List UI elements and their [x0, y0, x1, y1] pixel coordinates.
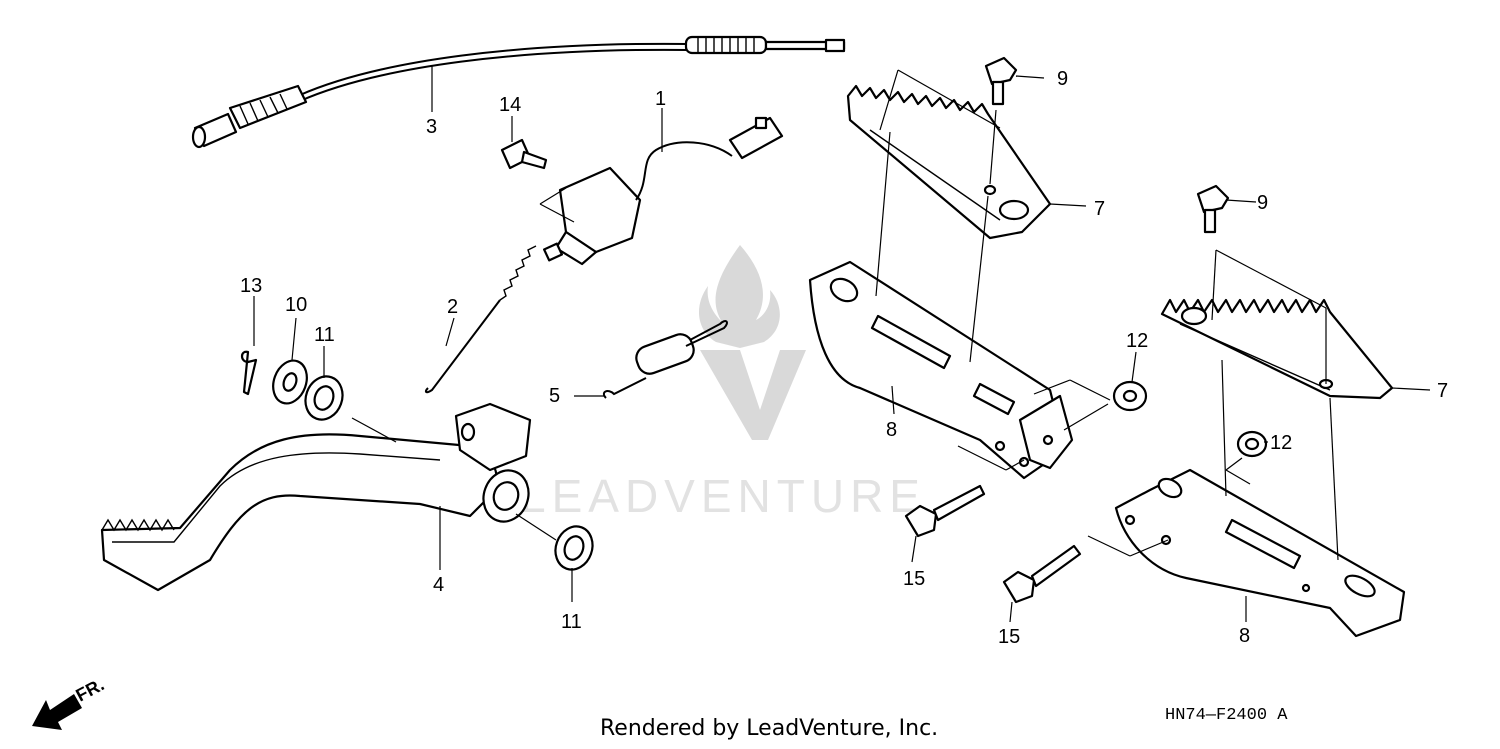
bolt-9-upper	[984, 56, 1018, 106]
callout-15-upper: 15	[903, 568, 925, 590]
leader-lines	[253, 66, 1431, 623]
callout-11-lower: 11	[561, 611, 582, 633]
watermark-text: LEADVENTURE	[520, 470, 926, 522]
callout-10: 10	[285, 294, 307, 316]
return-spring	[602, 320, 728, 399]
footer-credit: Rendered by LeadVenture, Inc.	[600, 716, 939, 741]
callout-8-upper: 8	[886, 419, 897, 441]
watermark: LEADVENTURE	[520, 245, 926, 522]
callout-14: 14	[499, 94, 521, 116]
callout-8-lower: 8	[1239, 625, 1250, 647]
front-direction-arrow-icon	[32, 694, 82, 730]
switch-spring	[424, 245, 537, 394]
bolt-15-upper	[904, 484, 986, 538]
callout-7-lower: 7	[1437, 380, 1448, 402]
callout-5: 5	[549, 385, 560, 407]
nut-12-lower	[1236, 430, 1268, 458]
drawing-code: HN74—F2400 A	[1165, 706, 1288, 725]
brake-pedal	[100, 402, 532, 592]
callout-1: 1	[655, 88, 666, 110]
callout-12-lower: 12	[1270, 432, 1292, 454]
callout-7-upper: 7	[1094, 198, 1105, 220]
nut-12-upper	[1112, 380, 1148, 412]
leadventure-flame-logo-icon	[698, 245, 780, 348]
leadventure-v-logo	[700, 350, 806, 440]
front-direction-indicator: FR.	[32, 674, 107, 730]
callout-3: 3	[426, 116, 437, 138]
bushing-11-upper	[304, 375, 344, 421]
brake-switch	[543, 116, 784, 266]
washer-10	[272, 359, 308, 405]
callout-12-upper: 12	[1126, 330, 1148, 352]
bolt-14	[500, 138, 548, 170]
cotter-pin	[240, 350, 258, 396]
bolt-9-lower	[1196, 184, 1230, 234]
step-bracket-8-lower	[1114, 468, 1406, 638]
footpeg-7-upper	[846, 84, 1052, 240]
footpeg-7-lower	[1160, 298, 1394, 400]
callout-9-lower: 9	[1257, 192, 1268, 214]
callout-4: 4	[433, 574, 444, 596]
callout-11-upper: 11	[314, 324, 335, 346]
step-bracket-8-upper	[808, 260, 1074, 480]
callout-2: 2	[447, 296, 458, 318]
callout-13: 13	[240, 275, 262, 297]
callouts: 1 2 3 4 5 7 7 8 8 9 9 10 11 11 12 12 13 …	[240, 68, 1448, 648]
brake-cable	[191, 35, 846, 149]
guide-lines	[351, 69, 1339, 561]
callout-9-upper: 9	[1057, 68, 1068, 90]
bolt-15-lower	[1002, 544, 1082, 604]
callout-15-lower: 15	[998, 626, 1020, 648]
bushing-11-lower	[554, 525, 594, 571]
